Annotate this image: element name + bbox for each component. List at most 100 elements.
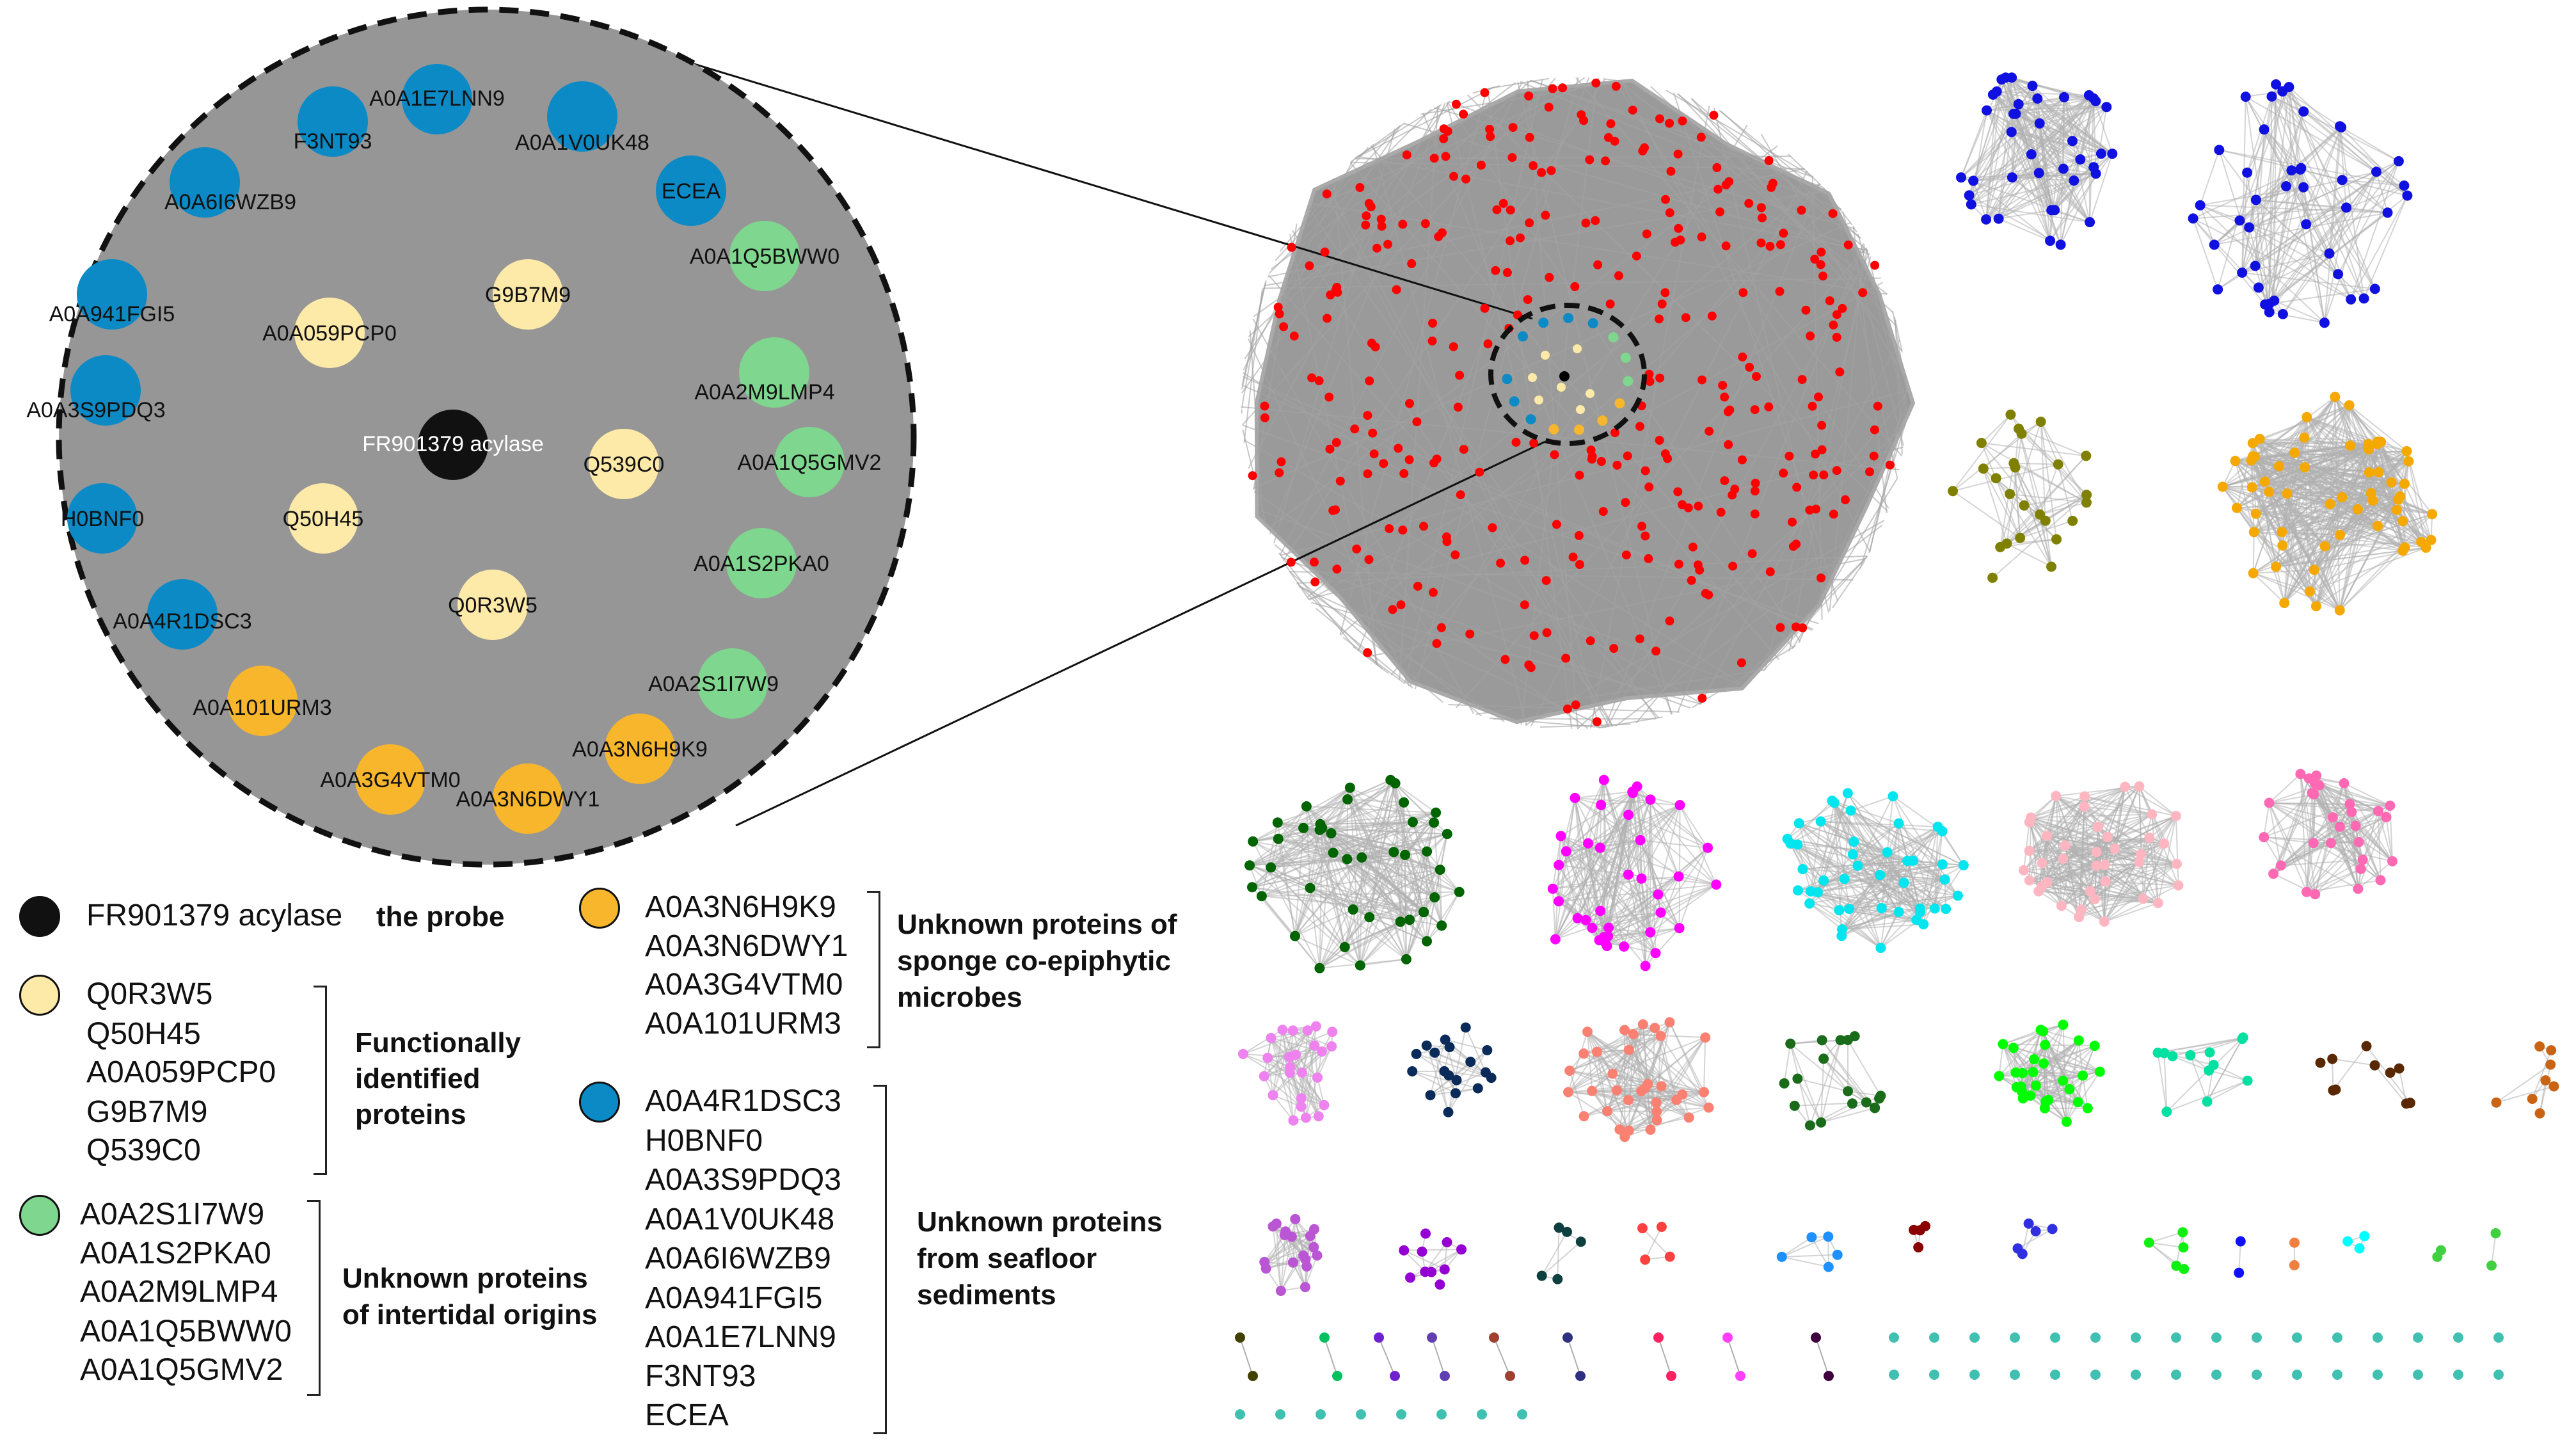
network-edge xyxy=(2199,150,2220,206)
network-edge xyxy=(2288,86,2376,289)
cluster-node xyxy=(2346,806,2357,817)
cluster-node xyxy=(2330,1084,2341,1095)
cluster-node xyxy=(2134,857,2145,868)
network-edge xyxy=(2124,786,2177,817)
network-edge xyxy=(1817,874,1880,893)
network-edge xyxy=(2241,97,2246,273)
network-edge xyxy=(1297,555,1868,584)
cluster-node-red xyxy=(1713,184,1723,194)
network-edge xyxy=(2045,1040,2079,1102)
cluster-node xyxy=(2345,440,2356,451)
cluster-node xyxy=(1355,960,1365,971)
cluster-node-red xyxy=(1744,198,1754,208)
network-edge xyxy=(1569,1070,1689,1119)
cluster-node-red xyxy=(1655,373,1665,383)
network-edge xyxy=(1764,256,1872,670)
network-edge xyxy=(1567,1337,1581,1377)
network-edge xyxy=(2062,858,2080,918)
cluster-node xyxy=(2339,778,2349,788)
cluster-node-red xyxy=(1496,558,1506,568)
cluster-node xyxy=(2030,1080,2041,1091)
network-edge xyxy=(1426,869,1441,941)
singleton-node xyxy=(1477,1409,1487,1419)
network-edge xyxy=(1569,1070,1646,1089)
cluster-node xyxy=(2047,1224,2058,1235)
network-edge xyxy=(1316,608,1413,689)
network-edge xyxy=(2258,223,2307,289)
network-edge xyxy=(1985,172,2040,220)
cluster-node xyxy=(2399,180,2410,191)
singleton-node xyxy=(2453,1332,2463,1343)
cluster-node xyxy=(2298,106,2309,117)
network-edge xyxy=(2368,449,2406,548)
cluster-node xyxy=(1823,1231,1834,1242)
cluster-node-red xyxy=(1666,166,1676,176)
cluster-node xyxy=(2242,167,2253,178)
network-edge xyxy=(1320,821,1413,825)
cluster-node-red xyxy=(1392,285,1401,294)
cluster-node xyxy=(1561,846,1571,857)
network-edge xyxy=(2314,817,2387,895)
cluster-node-red xyxy=(1310,577,1320,587)
cluster-node-red xyxy=(1307,373,1317,383)
network-edge xyxy=(1788,249,1868,652)
network-edge xyxy=(1960,131,2012,179)
zoom-mini-node xyxy=(1528,373,1537,382)
network-edge xyxy=(1294,799,1348,936)
network-edge xyxy=(1577,424,1906,730)
network-edge xyxy=(1971,97,2065,205)
cluster-node xyxy=(2058,1075,2069,1086)
cluster-node xyxy=(2335,529,2346,540)
cluster-node xyxy=(2302,412,2312,422)
cluster-node xyxy=(2102,832,2113,842)
network-edge xyxy=(2376,444,2405,484)
cluster-node xyxy=(2067,136,2078,147)
cluster-node-red xyxy=(1364,555,1374,564)
singleton-node xyxy=(1356,1409,1366,1419)
cluster-node xyxy=(2064,1084,2075,1094)
cluster-node-red xyxy=(1779,468,1788,478)
cluster-node xyxy=(1852,860,1863,871)
cluster-node-red xyxy=(1483,339,1493,349)
network-edge xyxy=(1865,247,1907,404)
network-edge xyxy=(2028,822,2043,863)
cluster-node xyxy=(1994,1071,2005,1082)
cluster-node xyxy=(2403,456,2414,467)
cluster-node xyxy=(1575,1236,1586,1247)
network-edge xyxy=(1960,110,1987,178)
network-edge xyxy=(2021,1223,2030,1254)
cluster-node xyxy=(2134,781,2145,792)
cluster-node xyxy=(1429,1047,1440,1058)
cluster-node xyxy=(2310,889,2321,900)
cluster-node-red xyxy=(1502,268,1512,277)
cluster-node-red xyxy=(1792,483,1802,492)
zoom-mini-node xyxy=(1538,317,1549,328)
singleton-node xyxy=(1436,1409,1447,1419)
cluster-node xyxy=(1319,1332,1330,1343)
network-edge xyxy=(1403,123,1870,255)
cluster-node xyxy=(1344,782,1355,793)
cluster-node xyxy=(2230,456,2241,467)
network-edge xyxy=(1252,779,1391,842)
cluster-node xyxy=(2337,175,2348,186)
network-edge xyxy=(1880,907,1936,948)
cluster-node xyxy=(2319,541,2330,552)
cluster-node-red xyxy=(1399,468,1409,478)
network-edge xyxy=(1263,1030,1308,1077)
cluster-node xyxy=(2392,504,2403,515)
cluster-node-red xyxy=(1637,522,1646,531)
network-edge xyxy=(1892,795,1936,909)
singleton-node xyxy=(2211,1332,2222,1343)
network-edge xyxy=(1247,339,1410,687)
cluster-node-red xyxy=(1407,259,1417,268)
cluster-node xyxy=(2015,532,2026,543)
network-edge xyxy=(2018,428,2087,457)
network-edge xyxy=(2012,153,2102,179)
cluster-node-red xyxy=(1429,154,1439,163)
network-edge xyxy=(2175,815,2179,886)
network-edge xyxy=(2349,445,2358,509)
network-edge xyxy=(2357,860,2393,890)
network-edge xyxy=(1628,814,1708,849)
singleton-node xyxy=(2090,1370,2101,1380)
cluster-node xyxy=(1614,1124,1625,1135)
